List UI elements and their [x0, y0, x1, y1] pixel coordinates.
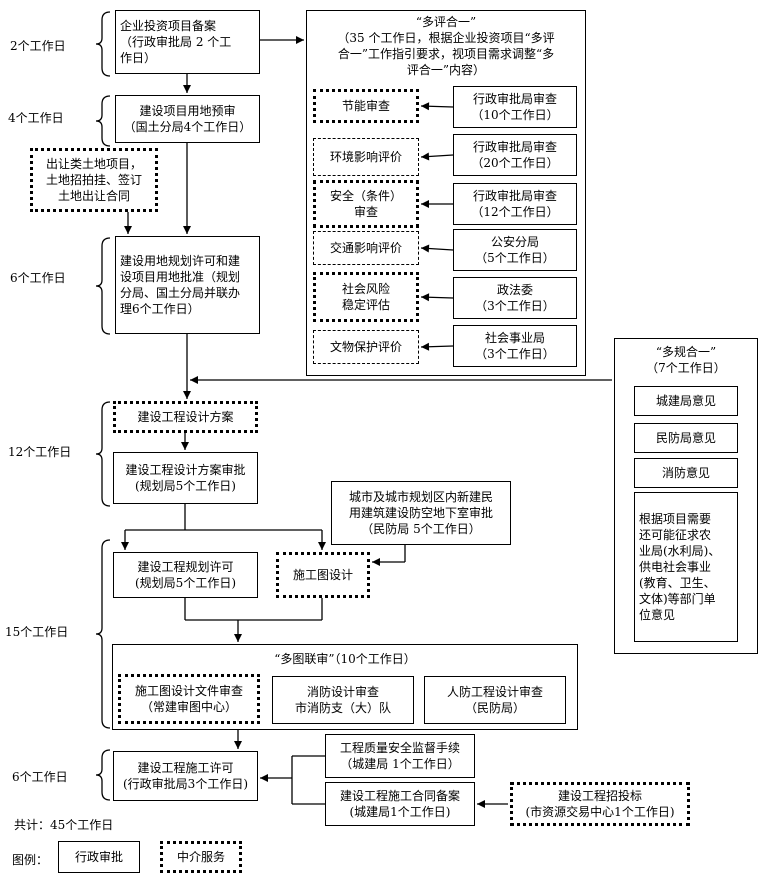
bracket-plan-permit: [95, 539, 111, 729]
day-label-land-permit: 6个工作日: [10, 271, 66, 285]
eval-safety-authority: 行政审批局审查 （12个工作日）: [453, 183, 577, 225]
eval-cultural-relics-authority: 社会事业局 （3个工作日）: [453, 325, 577, 367]
multi-drawing-review-group: [112, 644, 578, 730]
arrow-head: [234, 634, 242, 642]
eval-traffic-authority: 公安分局 （5个工作日）: [453, 229, 577, 271]
step-contract-filing: 建设工程施工合同备案 (城建局1个工作日): [325, 782, 475, 826]
eval-environmental-impact: 环境影响评价: [313, 138, 419, 176]
multi-evaluation-header: “多评合一” （35 个工作日，根据企业投资项目“多评 合一”工作指引要求，视项…: [337, 15, 555, 77]
day-label-plan-permit: 15个工作日: [5, 625, 69, 639]
eval-traffic-impact: 交通影响评价: [313, 231, 419, 265]
review-civil-defense-design: 人防工程设计审查 （民防局）: [424, 676, 566, 724]
eval-energy-saving: 节能审查: [313, 89, 419, 123]
review-construction-drawing: 施工图设计文件审查 （常建审图中心）: [118, 674, 260, 724]
total-duration: 共计：45个工作日: [14, 818, 114, 832]
plan-urban-construction-opinion: 城建局意见: [634, 386, 738, 416]
eval-environmental-authority: 行政审批局审查 （20个工作日）: [453, 134, 577, 176]
arrow-head: [183, 391, 191, 399]
step-planning-permit: 建设工程规划许可 (规划局5个工作日): [113, 552, 258, 598]
arrow-head: [260, 774, 268, 782]
multi-evaluation-group: [306, 10, 586, 376]
arrow-head: [296, 36, 304, 44]
review-fire-design: 消防设计审查 市消防支（大）队: [272, 676, 414, 724]
legend-admin-approval: 行政审批: [58, 841, 140, 873]
step-quality-supervision: 工程质量安全监督手续 （城建局 1个工作日）: [325, 734, 475, 778]
legend-agency-service: 中介服务: [160, 841, 242, 873]
plan-fire-opinion: 消防意见: [634, 458, 738, 488]
bracket-land-permit: [95, 237, 111, 335]
day-label-construction: 6个工作日: [12, 770, 68, 784]
bracket-design: [95, 401, 111, 507]
arrow-head: [181, 442, 189, 450]
arrow-head: [183, 85, 191, 93]
step-civil-defense-approval: 城市及城市规划区内新建民 用建筑建设防空地下室审批 （民防局 5个工作日）: [331, 481, 511, 545]
eval-energy-saving-authority: 行政审批局审查 （10个工作日）: [453, 86, 577, 128]
eval-safety-conditions: 安全（条件） 审查: [313, 180, 419, 228]
bracket-land-pre: [95, 95, 111, 147]
step-bidding: 建设工程招投标 (市资源交易中心1个工作日): [510, 782, 690, 826]
step-land-transfer: 出让类土地项目， 土地招拍挂、签订 土地出让合同: [30, 148, 158, 212]
arrow-head: [372, 558, 380, 566]
arrow-head: [183, 226, 191, 234]
bracket-construction: [95, 749, 111, 801]
eval-social-risk-authority: 政法委 （3个工作日）: [453, 277, 577, 319]
eval-social-risk: 社会风险 稳定评估: [313, 272, 419, 322]
plan-other-departments-opinion: 根据项目需要 还可能征求农 业局(水利局)、 供电社会事业 (教育、卫生、 文体…: [634, 492, 738, 642]
day-label-filing: 2个工作日: [10, 39, 66, 53]
arrow-head: [124, 226, 132, 234]
day-label-design: 12个工作日: [8, 445, 72, 459]
arrow-head: [234, 741, 242, 749]
arrow-head: [121, 542, 129, 550]
step-design-scheme: 建设工程设计方案: [113, 401, 258, 433]
step-design-scheme-approval: 建设工程设计方案审批 (规划局5个工作日): [113, 452, 258, 504]
arrow-head: [190, 376, 198, 384]
step-project-filing: 企业投资项目备案 （行政审批局 2 个工 作日）: [115, 10, 260, 74]
bracket-filing: [95, 11, 111, 77]
plan-civil-defense-opinion: 民防局意见: [634, 423, 738, 453]
arrow-head: [318, 542, 326, 550]
legend-label: 图例：: [12, 853, 49, 867]
day-label-land-pre: 4个工作日: [8, 111, 64, 125]
step-construction-design: 施工图设计: [276, 552, 370, 598]
step-land-planning-permit: 建设用地规划许可和建 设项目用地批准（规划 分局、国土分局并联办 理6个工作日）: [115, 236, 260, 334]
step-construction-permit: 建设工程施工许可 (行政审批局3个工作日): [113, 751, 258, 801]
multi-planning-group: [614, 338, 758, 654]
multi-drawing-review-header: “多图联审”（10个工作日）: [274, 652, 416, 666]
multi-planning-header: “多规合一” （7个工作日）: [646, 345, 726, 375]
step-land-pre-review: 建设项目用地预审 （国土分局4个工作日）: [115, 95, 260, 143]
arrow-head: [477, 800, 485, 808]
eval-cultural-relics: 文物保护评价: [313, 330, 419, 364]
